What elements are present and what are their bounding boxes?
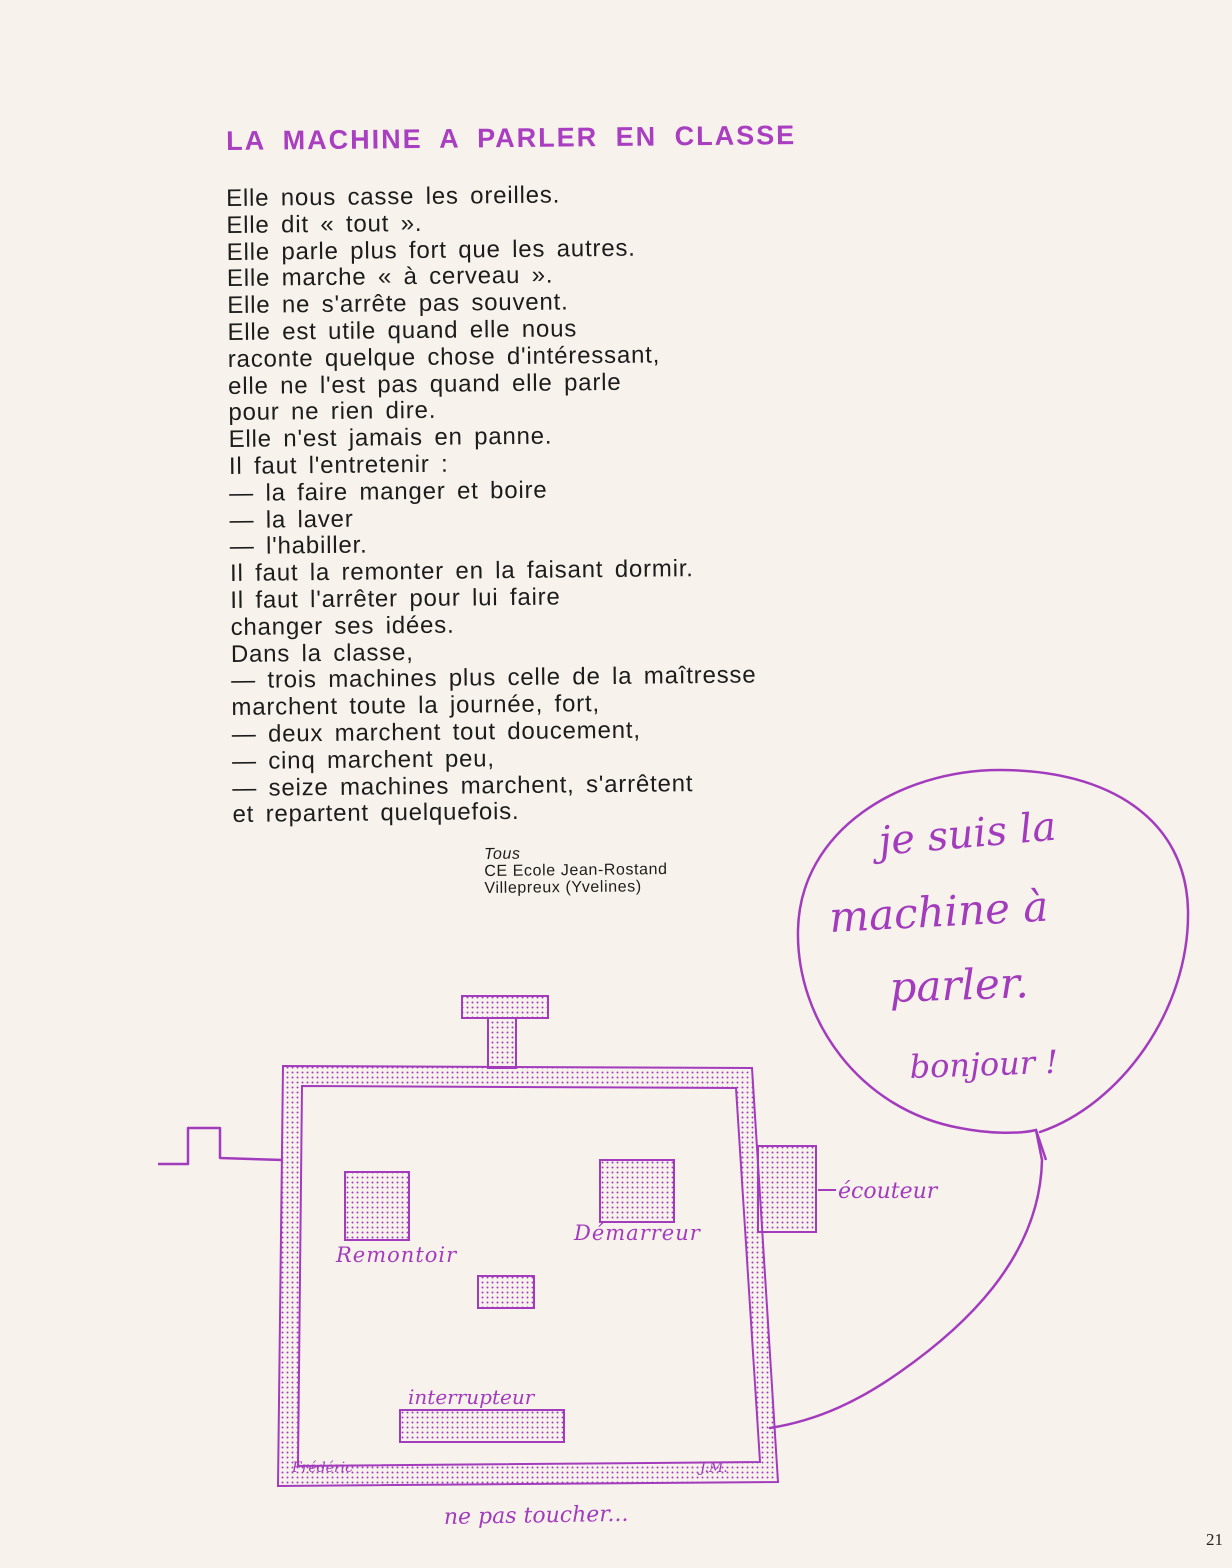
machine-frame [276, 1064, 780, 1488]
winding-key-shaft [487, 1017, 517, 1069]
remontoir-label: Remontoir [335, 1243, 458, 1267]
small-button [477, 1275, 535, 1309]
ecouteur-box [757, 1145, 817, 1233]
bubble-line: parler. [889, 958, 1030, 1012]
drawing-caption: ne pas toucher... [444, 1502, 629, 1530]
winding-key-handle [461, 995, 549, 1019]
signature-right: J.M. [697, 1460, 728, 1476]
bubble-line: machine à [828, 882, 1049, 942]
demarreur-box [599, 1159, 675, 1223]
interrupteur-box [399, 1409, 565, 1443]
page-number: 21 [1206, 1530, 1223, 1549]
signature-left: Frédéric [291, 1460, 353, 1476]
interrupteur-label: interrupteur [408, 1385, 536, 1409]
bubble-tail [1034, 1129, 1048, 1161]
speech-bubble [768, 768, 1190, 1430]
ecouteur-label: écouteur [838, 1179, 939, 1204]
remontoir-box [344, 1171, 410, 1241]
bubble-line: je suis la [869, 804, 1058, 866]
bubble-line: bonjour ! [909, 1043, 1059, 1086]
power-cord [158, 1126, 284, 1166]
demarreur-label: Démarreur [573, 1221, 702, 1245]
